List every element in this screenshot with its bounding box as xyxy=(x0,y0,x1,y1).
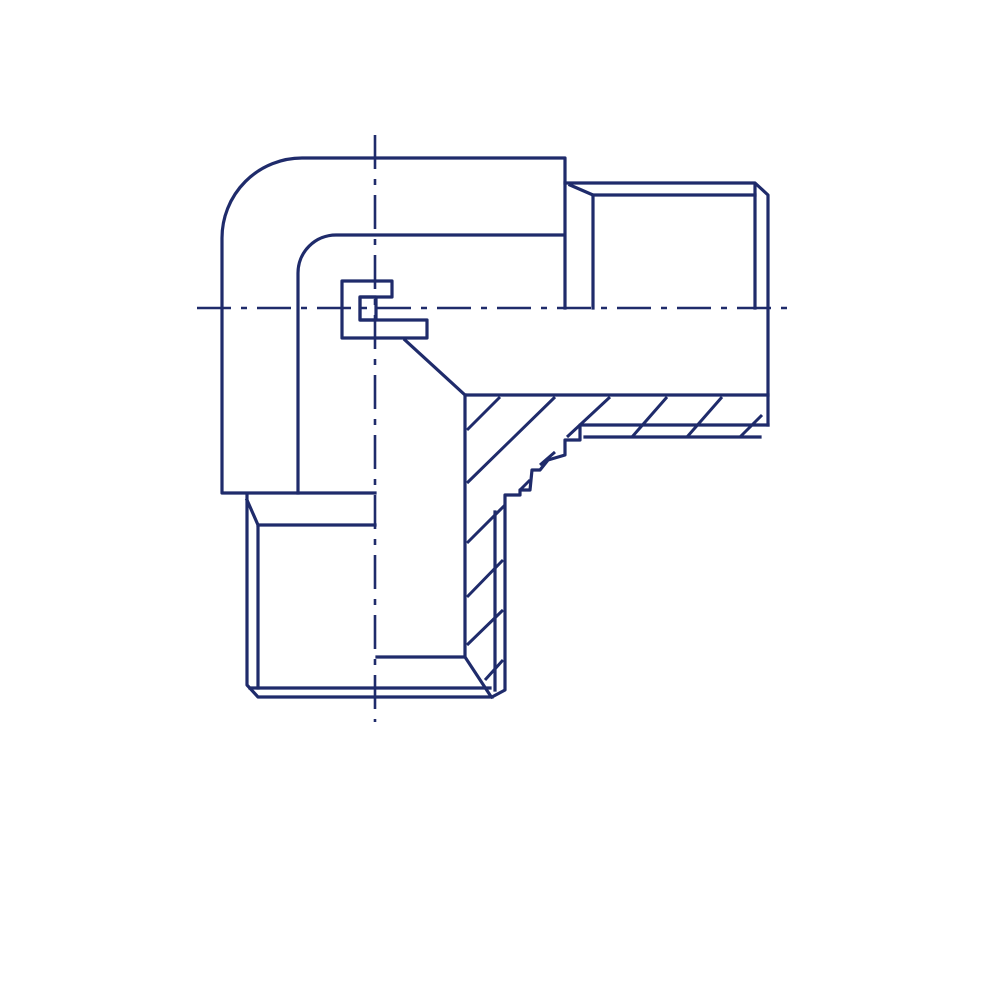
bore-section xyxy=(375,337,770,700)
bottom-thread-end xyxy=(244,493,494,699)
right-thread-end xyxy=(563,181,770,427)
elbow-body xyxy=(220,156,567,495)
hatching xyxy=(465,395,764,682)
center-mark-symbol xyxy=(340,279,429,340)
